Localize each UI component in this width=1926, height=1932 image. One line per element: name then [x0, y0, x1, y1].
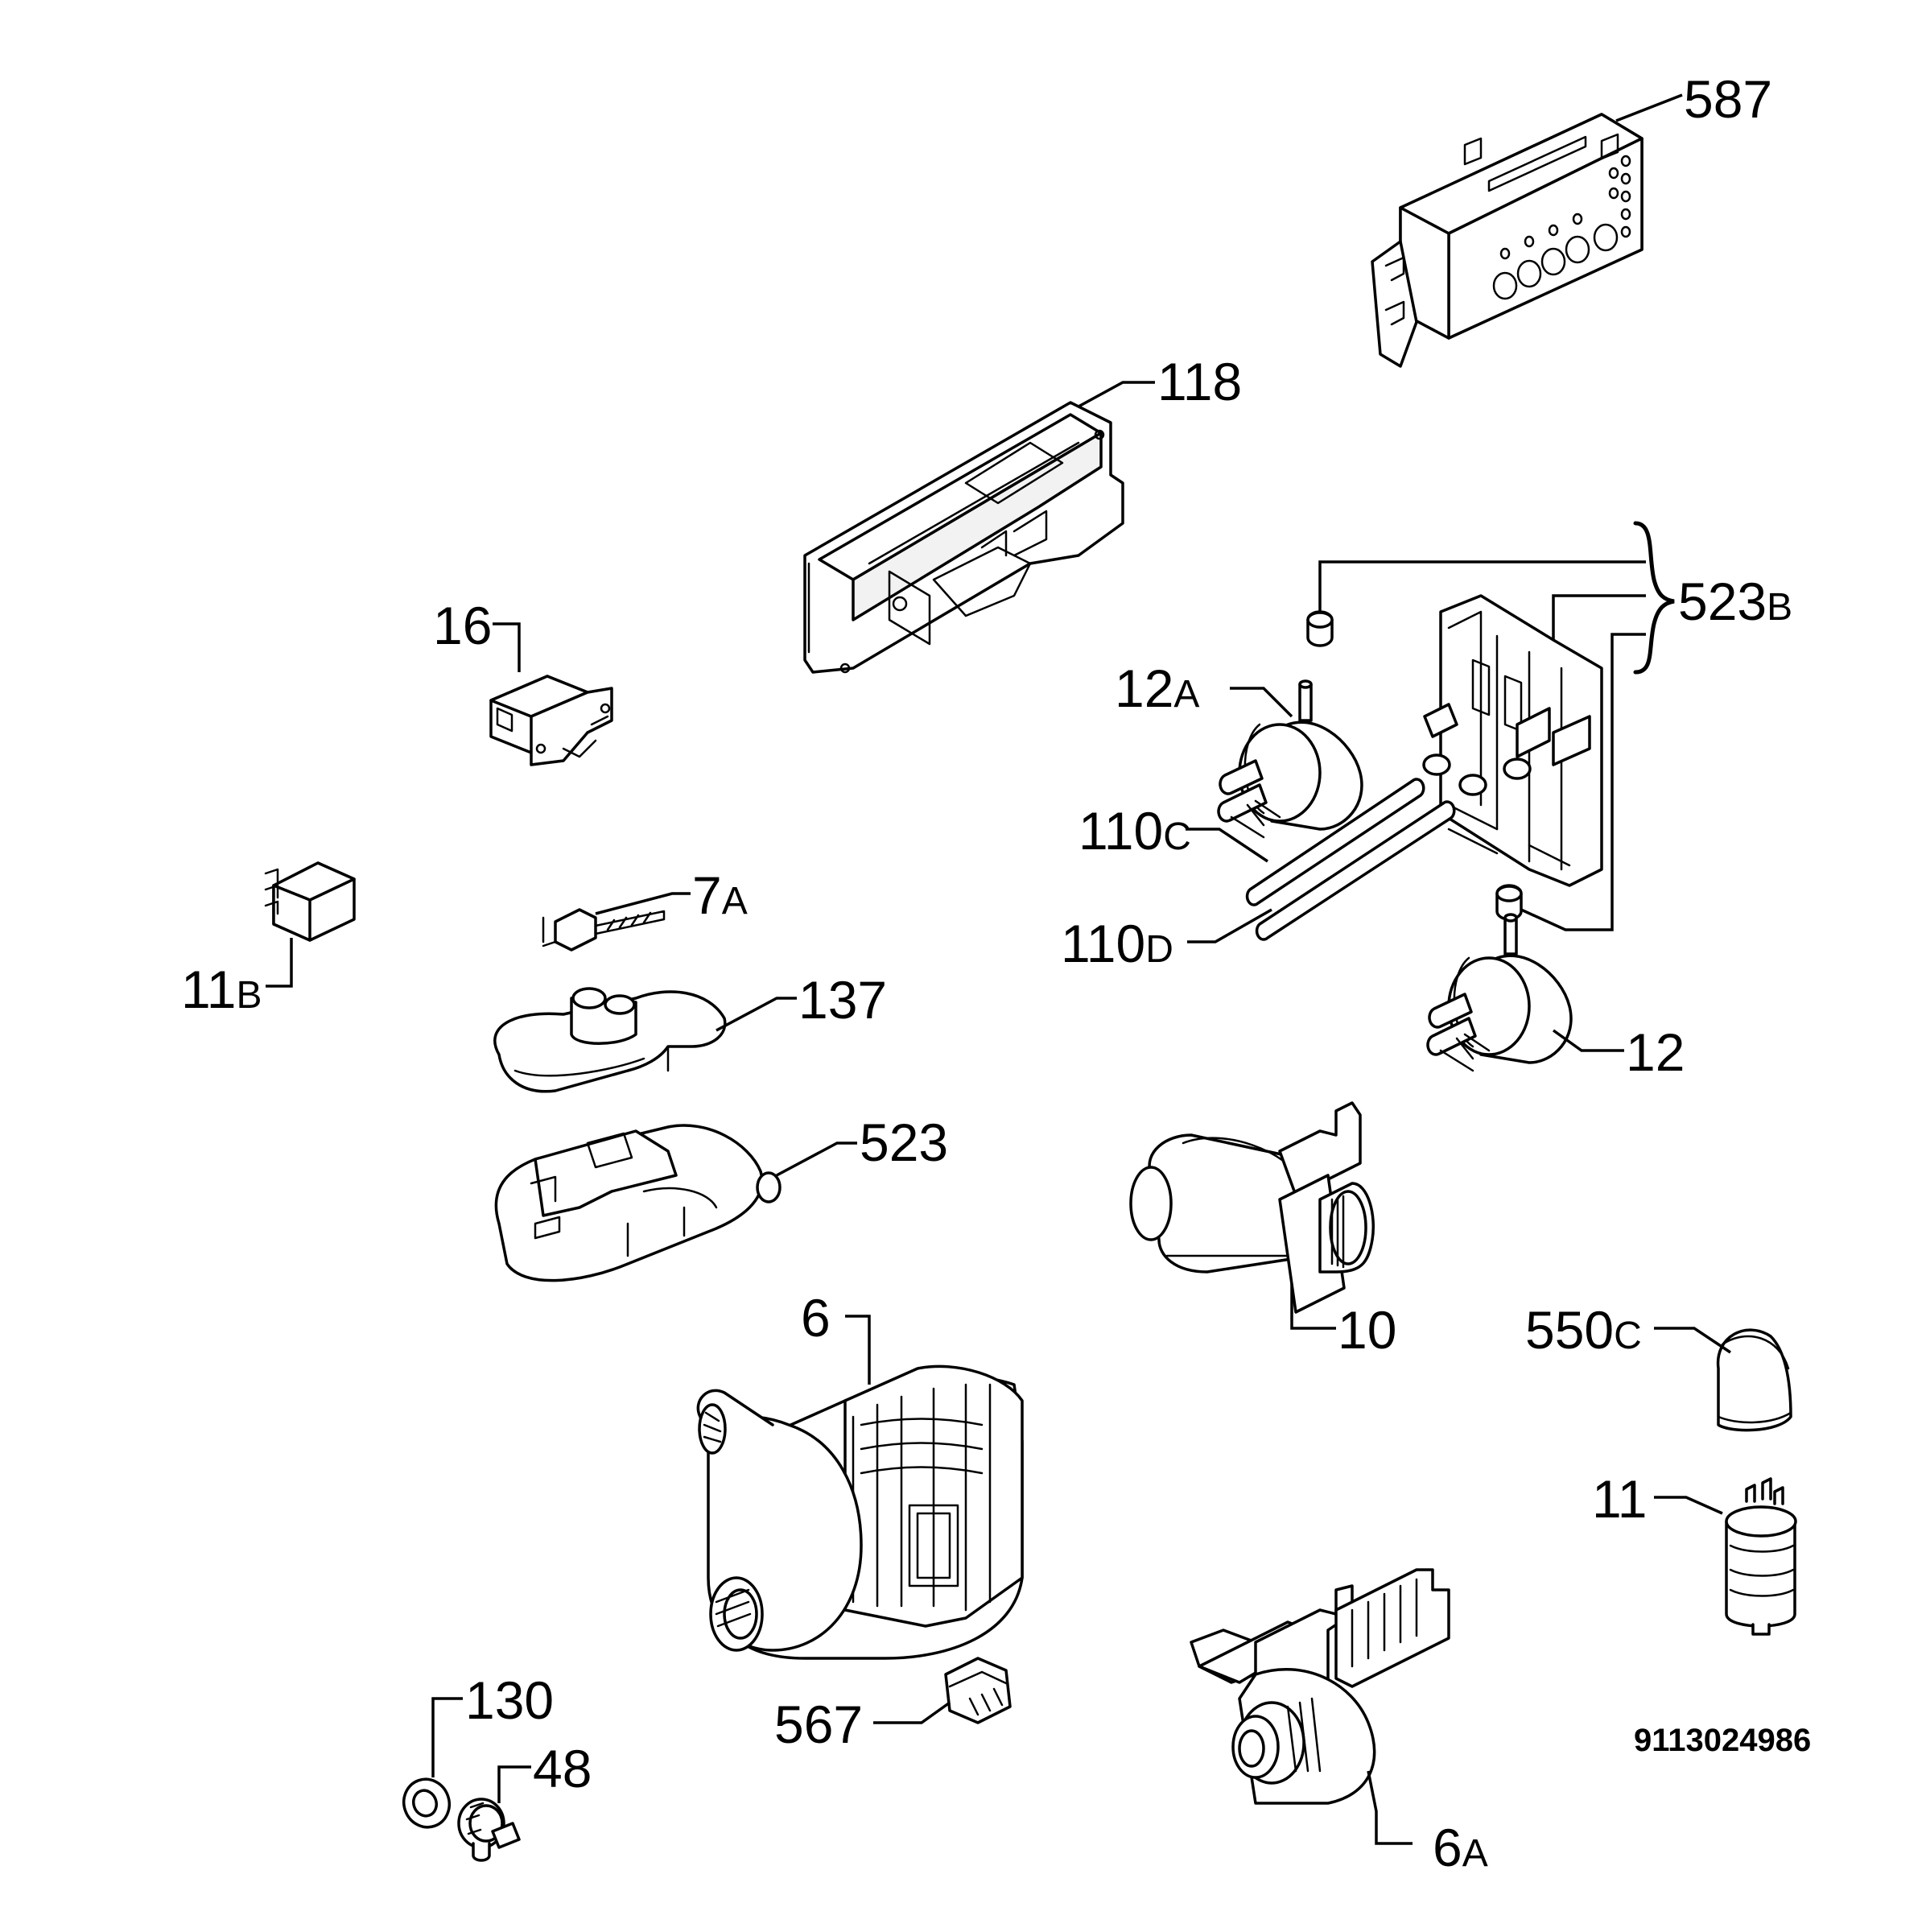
label-110d: 110D — [1061, 914, 1173, 973]
part-523-sensor-housing: 523 — [494, 1113, 948, 1282]
part-48-plug: 48 — [457, 1739, 592, 1862]
label-118: 118 — [1157, 352, 1242, 411]
label-48: 48 — [533, 1739, 592, 1798]
part-16-relay-switch: 16 — [433, 596, 613, 766]
label-12: 12 — [1626, 1022, 1685, 1082]
label-110c: 110C — [1078, 801, 1191, 861]
label-10: 10 — [1338, 1300, 1396, 1360]
drawing-number: 9113024986 — [1634, 1723, 1811, 1758]
part-110c-110d-hoses: 110C 110D — [1061, 778, 1456, 973]
part-10-solenoid-valve: 10 — [1129, 1101, 1396, 1360]
label-7a: 7A — [692, 865, 748, 925]
label-137: 137 — [798, 970, 887, 1030]
label-11: 11 — [1592, 1469, 1648, 1529]
label-523: 523 — [860, 1113, 948, 1172]
label-130: 130 — [465, 1670, 554, 1730]
part-523b-pressure-bracket: 523B — [1306, 521, 1792, 931]
label-550c: 550C — [1525, 1300, 1642, 1360]
label-16: 16 — [433, 596, 492, 655]
part-12-pressure-switch: 12 — [1426, 913, 1685, 1082]
part-7a-sensor: 7A — [542, 865, 748, 952]
part-12a-pressure-switch: 12A — [1115, 658, 1363, 839]
label-523b: 523B — [1678, 572, 1792, 631]
part-11-capacitor: 11 — [1592, 1469, 1797, 1636]
label-6: 6 — [801, 1288, 831, 1348]
part-6a-drain-pump: 6A — [1190, 1568, 1488, 1877]
part-130-ring: 130 — [402, 1670, 554, 1829]
part-567-clip: 567 — [774, 1657, 1012, 1754]
label-6a: 6A — [1433, 1818, 1488, 1877]
label-567: 567 — [774, 1695, 863, 1754]
label-587: 587 — [1684, 69, 1772, 129]
part-6-circulation-pump: 6 — [696, 1288, 1024, 1660]
part-137-cover: 137 — [493, 970, 887, 1093]
part-118-control-housing: 118 — [803, 352, 1242, 674]
part-587-electronic-module: 587 — [1371, 69, 1772, 368]
part-550c-cap: 550C — [1525, 1300, 1792, 1432]
label-12a: 12A — [1115, 658, 1199, 718]
part-11b-relay: 11B — [181, 861, 356, 1019]
label-11b: 11B — [181, 960, 262, 1019]
